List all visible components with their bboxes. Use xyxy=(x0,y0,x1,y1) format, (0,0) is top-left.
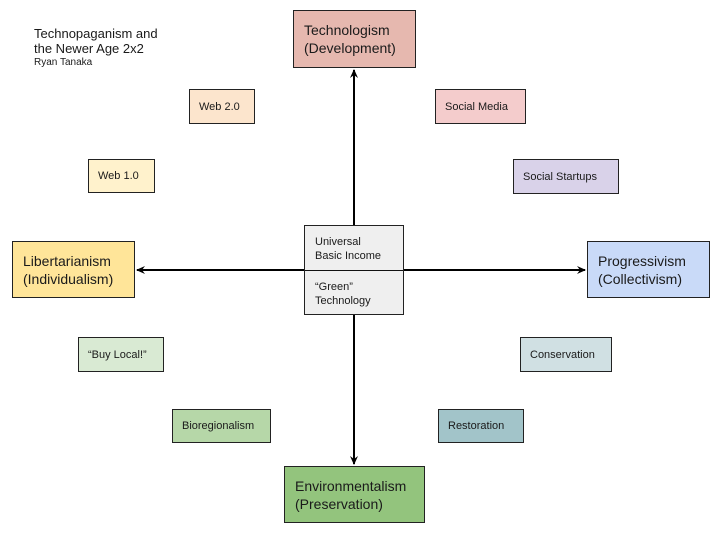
item-social-startups: Social Startups xyxy=(513,159,619,194)
item-buy-local: “Buy Local!” xyxy=(78,337,164,372)
center-bottom-line-1: “Green” xyxy=(315,281,353,293)
item-restoration: Restoration xyxy=(438,409,524,443)
item-social-media: Social Media xyxy=(435,89,526,124)
item-bioregionalism: Bioregionalism xyxy=(172,409,271,443)
center-top-line-1: Universal xyxy=(315,236,361,248)
axis-top-label: Technologism xyxy=(304,22,390,38)
center-green-technology: “Green” Technology xyxy=(305,271,403,315)
center-universal-basic-income: Universal Basic Income xyxy=(305,226,403,270)
title-line-2: the Newer Age 2x2 xyxy=(34,41,144,56)
center-box: Universal Basic Income “Green” Technolog… xyxy=(304,225,404,315)
center-top-line-2: Basic Income xyxy=(315,250,382,262)
axis-right-progressivism: Progressivism(Collectivism) xyxy=(587,241,710,298)
title-line-1: Technopaganism and xyxy=(34,26,158,41)
axis-right-sublabel: (Collectivism) xyxy=(598,270,682,287)
axis-bottom-label: Environmentalism xyxy=(295,477,407,494)
axis-left-libertarianism: Libertarianism(Individualism) xyxy=(12,241,135,298)
center-divider xyxy=(305,270,403,271)
center-bottom-line-2: Technology xyxy=(315,295,371,307)
diagram-title: Technopaganism and the Newer Age 2x2 xyxy=(34,26,158,56)
axis-top-sublabel: (Development) xyxy=(304,40,396,56)
item-web-1-0: Web 1.0 xyxy=(88,159,155,193)
axis-left-label: Libertarianism xyxy=(23,252,111,269)
axis-bottom-environmentalism: Environmentalism(Preservation) xyxy=(284,466,425,523)
item-web-2-0: Web 2.0 xyxy=(189,89,255,124)
axis-top-technologism: Technologism (Development) xyxy=(293,10,416,68)
item-conservation: Conservation xyxy=(520,337,612,372)
axis-bottom-sublabel: (Preservation) xyxy=(295,495,383,512)
axis-left-sublabel: (Individualism) xyxy=(23,270,114,287)
author-name: Ryan Tanaka xyxy=(34,57,93,68)
axis-right-label: Progressivism xyxy=(598,252,686,269)
